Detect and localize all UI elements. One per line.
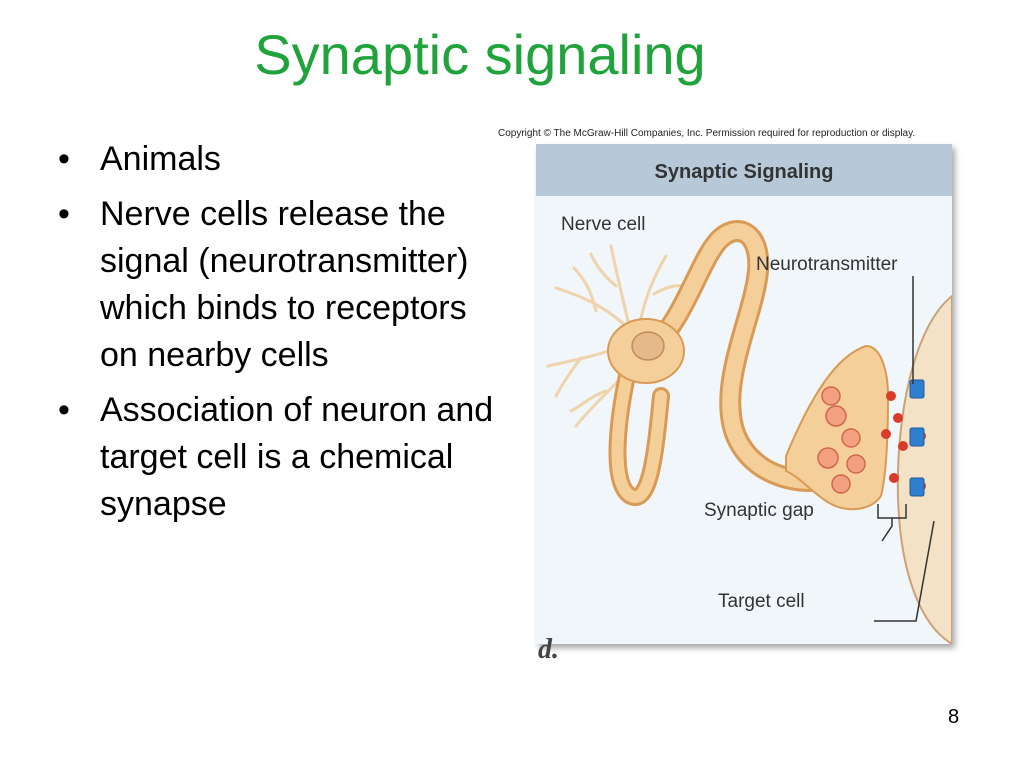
- bullet-marker: •: [58, 195, 70, 233]
- bullet-text: Association of neuron and target cell is…: [100, 391, 494, 523]
- neuron-illustration: [546, 220, 952, 644]
- target-cell-shape: [896, 294, 952, 644]
- label-nerve-cell: Nerve cell: [561, 214, 646, 235]
- nucleus: [631, 331, 665, 361]
- vesicles: [817, 386, 866, 494]
- bullet-marker: •: [58, 391, 70, 429]
- leader-lines: [874, 276, 935, 622]
- synaptic-signaling-figure: Copyright © The McGraw-Hill Companies, I…: [490, 120, 1010, 680]
- figure-panel: Synaptic Signaling: [536, 144, 952, 644]
- bullet-text: Animals: [100, 140, 221, 178]
- bullet-item: • Animals: [58, 136, 498, 183]
- bullet-list: • Animals • Nerve cells release the sign…: [58, 136, 498, 536]
- label-neurotransmitter: Neurotransmitter: [756, 254, 898, 275]
- page-number: 8: [948, 706, 960, 728]
- label-target-cell: Target cell: [718, 591, 805, 612]
- bullet-item: • Nerve cells release the signal (neurot…: [58, 191, 498, 379]
- bullet-item: • Association of neuron and target cell …: [58, 387, 498, 528]
- panel-body: Nerve cell Neurotransmitter Synaptic gap…: [536, 196, 952, 644]
- axon: [608, 220, 822, 506]
- receptors: [909, 379, 925, 497]
- panel-title: Synaptic Signaling: [536, 144, 952, 196]
- copyright-notice: Copyright © The McGraw-Hill Companies, I…: [498, 128, 916, 139]
- label-synaptic-gap: Synaptic gap: [704, 500, 814, 521]
- bullet-text: Nerve cells release the signal (neurotra…: [100, 195, 469, 374]
- slide-title: Synaptic signaling: [254, 23, 706, 86]
- bullet-marker: •: [58, 140, 70, 178]
- figure-letter: d.: [538, 634, 559, 665]
